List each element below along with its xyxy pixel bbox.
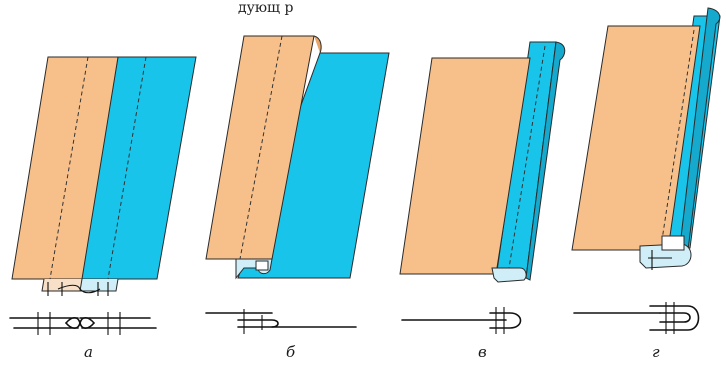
- panel-c-stitch: [508, 45, 546, 269]
- panel-a-stitch-right: [107, 56, 147, 280]
- panel-d-bottom-tab: [661, 235, 685, 251]
- panel-b-caption: б: [286, 343, 296, 361]
- panel-d-cross-section: [573, 302, 700, 334]
- panel-a-caption: а: [84, 343, 93, 361]
- panel-b-bottom-tab: [255, 260, 269, 271]
- panel-d-blue-roll: [679, 7, 721, 251]
- panel-c-caption: в: [478, 343, 487, 361]
- panel-a-cross-section: [9, 312, 157, 335]
- panel-b-cross-section: [205, 309, 357, 334]
- panel-c-bottom-fold: [491, 267, 527, 283]
- panel-b-peach-fold: [313, 35, 322, 54]
- panel-d-caption: г: [652, 343, 660, 361]
- panel-b: б: [205, 35, 390, 361]
- panel-a-stitch-left: [49, 56, 89, 280]
- panel-d: г: [571, 7, 721, 361]
- cropped-header-text: дующ р: [238, 0, 294, 16]
- panel-a-seam-marks: [47, 282, 109, 296]
- panel-c-blue-roll: [525, 41, 566, 281]
- panel-c-cross-section: [401, 307, 522, 334]
- panel-a: а: [9, 56, 197, 361]
- panel-b-stitch: [239, 35, 283, 260]
- panel-d-stitch: [661, 29, 695, 241]
- panel-c: в: [399, 41, 566, 361]
